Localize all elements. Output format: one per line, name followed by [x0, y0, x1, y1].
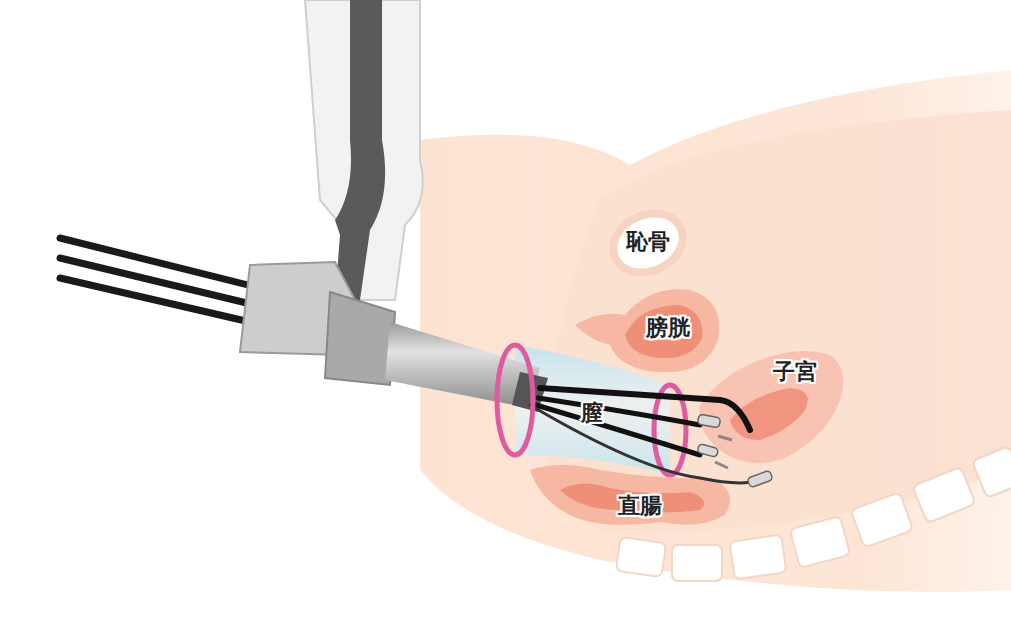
spine [616, 446, 1011, 581]
organ-label: 恥骨 [626, 230, 670, 254]
instruments [530, 388, 750, 483]
bladder [575, 289, 719, 372]
organ-label: 膀胱 [646, 316, 690, 340]
organ-label: 膣 [581, 401, 603, 425]
organ-label: 直腸 [618, 494, 662, 518]
pelvic-cavity [545, 110, 1011, 531]
retractor-ring [497, 345, 533, 455]
uterus [699, 351, 843, 463]
instrument-tips [697, 414, 773, 488]
rectum [530, 465, 730, 525]
pubic-bone [598, 197, 698, 289]
organ-label: 子宮 [773, 360, 817, 384]
body-silhouette [420, 70, 1011, 592]
cables [60, 238, 260, 322]
